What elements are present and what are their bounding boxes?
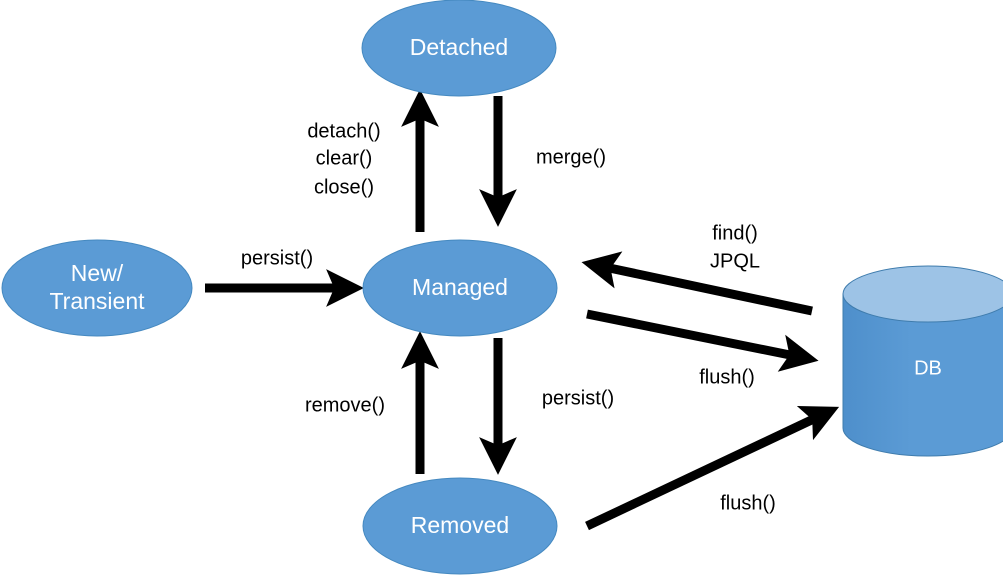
managed-ellipse[interactable]: [362, 239, 558, 337]
edge-persist-managed-to-removed: persist(): [479, 338, 614, 475]
new-transient-label-line2: Transient: [49, 288, 145, 314]
detached-ellipse[interactable]: [361, 0, 557, 97]
edge-label-close: close(): [314, 176, 374, 198]
edge-label-merge: merge(): [536, 146, 606, 168]
node-removed[interactable]: Removed: [362, 477, 558, 575]
edge-label-find: find(): [712, 222, 758, 244]
new-transient-label-line1: New/: [71, 260, 124, 286]
edge-label-persist-managed-to-removed: persist(): [542, 387, 614, 409]
edge-remove-removed-to-managed: remove(): [305, 331, 439, 474]
edge-label-remove: remove(): [305, 394, 385, 416]
db-label: DB: [914, 357, 942, 379]
node-db[interactable]: DB: [842, 265, 1003, 457]
edge-label-flush-managed-to-db: flush(): [699, 366, 755, 388]
edge-label-persist-new-to-managed: persist(): [241, 247, 313, 269]
edge-label-flush-removed-to-db: flush(): [720, 492, 776, 514]
db-cylinder-body[interactable]: [842, 293, 1003, 457]
edge-find-jpql-db-to-managed: find() JPQL: [581, 222, 813, 316]
removed-ellipse[interactable]: [362, 477, 558, 575]
node-detached[interactable]: Detached: [361, 0, 557, 97]
edge-merge-detached-to-managed: merge(): [479, 96, 606, 227]
db-cylinder-top: [842, 265, 1003, 323]
new-transient-ellipse[interactable]: [1, 239, 193, 337]
edge-label-jpql: JPQL: [710, 250, 760, 272]
node-new-transient[interactable]: New/ Transient: [1, 239, 193, 337]
edge-detach-clear-close: detach() clear() close(): [307, 89, 439, 232]
edge-flush-removed-to-db: flush(): [585, 405, 840, 531]
edge-label-detach: detach(): [307, 120, 380, 142]
edge-flush-managed-to-db: flush(): [586, 309, 819, 388]
managed-label: Managed: [412, 274, 508, 300]
edge-persist-new-to-managed: persist(): [205, 247, 364, 307]
edge-label-clear: clear(): [316, 147, 373, 169]
removed-label: Removed: [411, 512, 509, 538]
node-managed[interactable]: Managed: [362, 239, 558, 337]
detached-label: Detached: [410, 34, 508, 60]
